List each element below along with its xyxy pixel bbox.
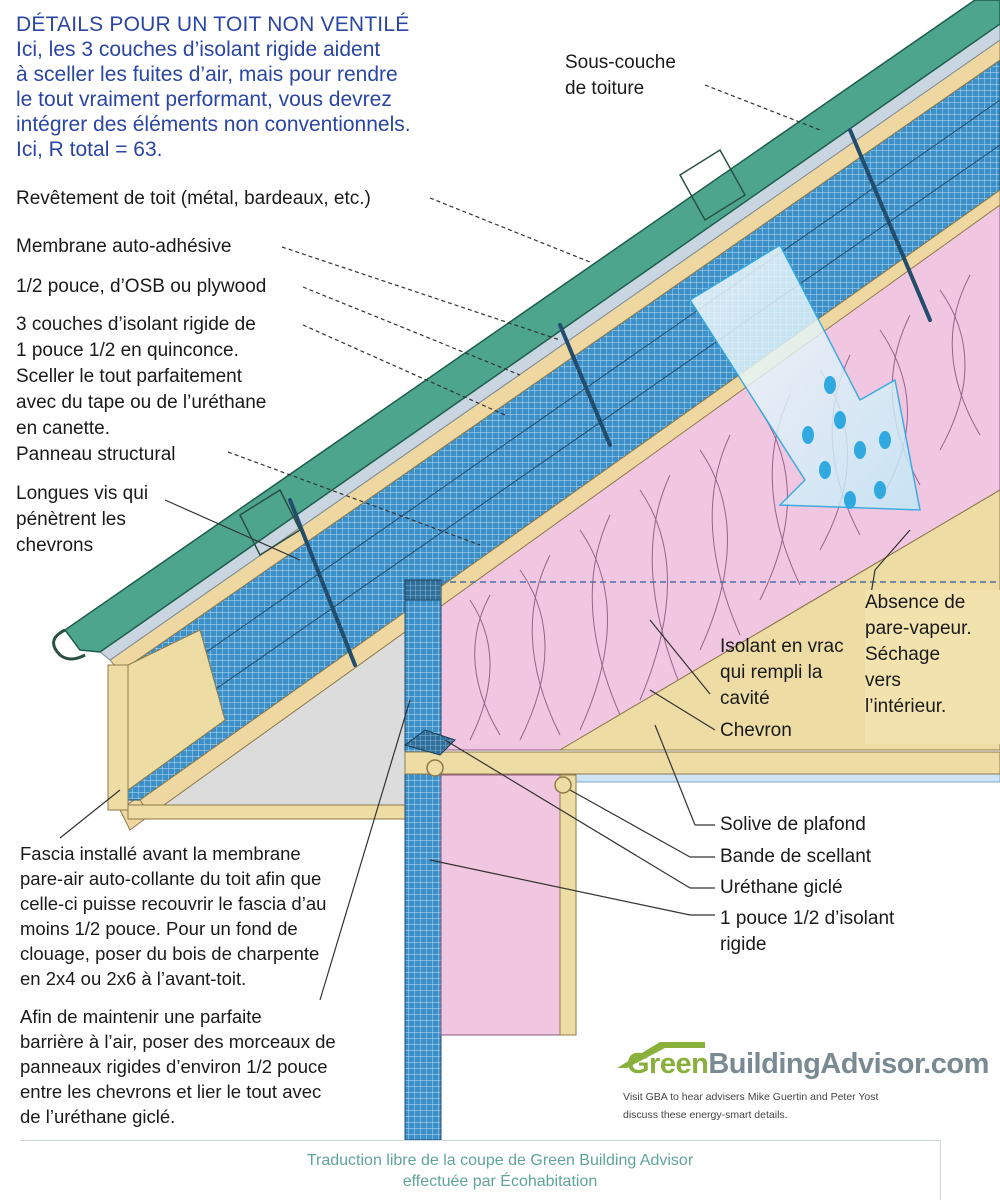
gba-tagline: Visit GBA to hear advisers Mike Guertin … xyxy=(623,1091,879,1121)
leader-lines xyxy=(59,84,911,1001)
rigid-layer-joints xyxy=(129,99,1000,746)
label-longues-vis: Longues vis qui pénètrent les chevrons xyxy=(16,483,149,556)
roof-logo-icon xyxy=(617,1042,705,1068)
drip-edge xyxy=(52,628,86,661)
ceiling-joist xyxy=(404,751,1000,775)
diagram-title: DÉTAILS POUR UN TOIT NON VENTILÉ xyxy=(16,13,410,36)
label-membrane: Membrane auto-adhésive xyxy=(16,236,232,257)
label-isolant-rigide: 3 couches d’isolant rigide de 1 pouce 1/… xyxy=(16,314,267,439)
label-bande-scellant: Bande de scellant xyxy=(720,846,872,867)
water-drops xyxy=(802,376,891,509)
joist-bolt-left xyxy=(426,759,444,777)
gba-wordmark: GreenBuildingAdvisor.com xyxy=(627,1048,989,1080)
label-sous-couche: Sous-couche de toiture xyxy=(565,52,676,99)
footer-credit: Traduction libre de la coupe de Green Bu… xyxy=(306,1152,694,1190)
wall-rigid-insulation xyxy=(404,599,442,1141)
spray-foam xyxy=(403,729,456,756)
diagram-heading: DÉTAILS POUR UN TOIT NON VENTILÉ Ici, le… xyxy=(16,12,486,162)
label-revetement: Revêtement de toit (métal, bardeaux, etc… xyxy=(16,188,371,209)
wall-stud xyxy=(559,774,577,1036)
note-barriere: Afin de maintenir une parfaite barrière … xyxy=(20,1006,336,1127)
label-pare-vapeur: Absence de pare-vapeur. Séchage vers l’i… xyxy=(865,590,1000,744)
roofing-cover xyxy=(63,0,1000,653)
label-chevron: Chevron xyxy=(720,720,792,741)
long-screws xyxy=(288,128,932,667)
label-isolant-mur: 1 pouce 1/2 d’isolant rigide xyxy=(720,908,895,955)
fascia-board xyxy=(107,664,129,811)
wall-insulation xyxy=(440,774,567,1036)
diagram-subtitle: Ici, les 3 couches d’isolant rigide aide… xyxy=(16,38,411,161)
note-fascia: Fascia installé avant la membrane pare-a… xyxy=(20,843,327,989)
label-urethane: Uréthane giclé xyxy=(720,877,843,898)
soffit-board xyxy=(127,804,409,820)
label-panneau-structural: Panneau structural xyxy=(16,444,176,465)
gba-logo: GreenBuildingAdvisor.com Visit GBA to he… xyxy=(615,1040,1000,1130)
label-solive: Solive de plafond xyxy=(720,814,866,835)
credit-footer: Traduction libre de la coupe de Green Bu… xyxy=(0,1140,1000,1200)
joist-bolt-right xyxy=(554,776,572,794)
eave-blocking xyxy=(127,629,226,791)
label-isolant-vrac: Isolant en vrac qui rempli la cavité xyxy=(720,636,844,709)
panel-clips xyxy=(239,148,747,557)
label-osb: 1/2 pouce, d’OSB ou plywood xyxy=(16,276,267,297)
